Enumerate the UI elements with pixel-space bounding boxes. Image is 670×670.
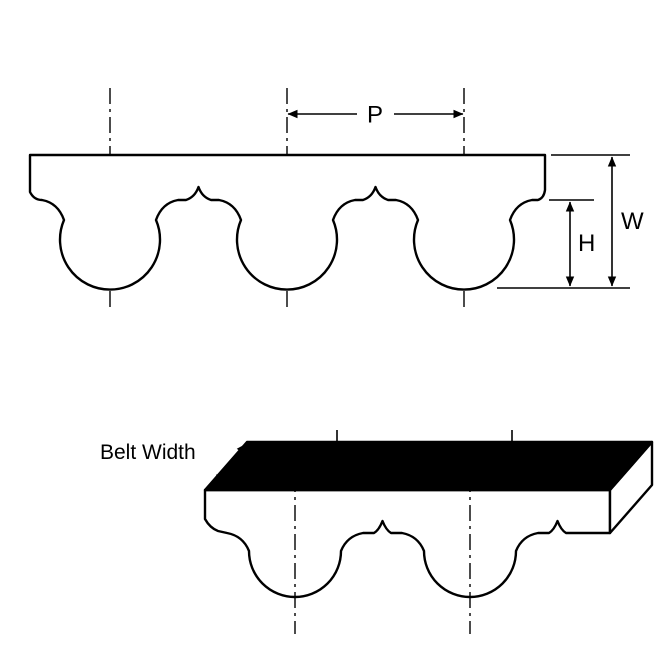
bottom-view: Belt Width bbox=[100, 430, 654, 634]
height-label: H bbox=[578, 230, 595, 257]
belt-profile bbox=[28, 153, 547, 291]
belt-3d-top-face bbox=[203, 440, 654, 492]
height-dimension: H bbox=[549, 199, 595, 287]
pitch-label-mask bbox=[357, 100, 394, 128]
width-label: W bbox=[621, 208, 644, 235]
belt-3d-front-profile bbox=[203, 488, 612, 599]
width-dimension: W bbox=[497, 154, 644, 289]
belt-width-dimension: Belt Width bbox=[100, 441, 247, 485]
pitch-dimension: P bbox=[287, 100, 464, 129]
top-view: P W H bbox=[28, 88, 644, 310]
belt-width-label: Belt Width bbox=[100, 441, 196, 464]
pitch-label: P bbox=[367, 102, 383, 129]
belt-width-arrow bbox=[213, 443, 247, 485]
